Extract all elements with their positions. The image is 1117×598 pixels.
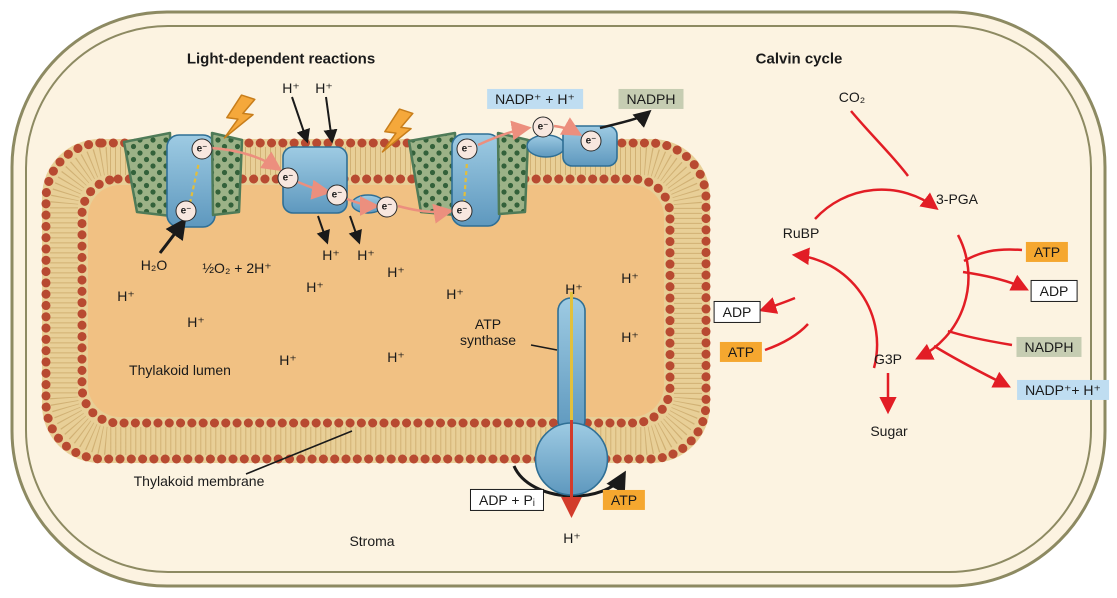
oxygen-product-label: ½O₂ + 2H⁺ [202,259,272,276]
electron-marker: e⁻ [376,196,398,218]
h-plus-ion: H⁺ [621,269,639,286]
electron-marker: e⁻ [326,184,348,206]
atp-synthase-label-line1: ATP [474,315,502,332]
nadph-box: NADPH [618,88,684,110]
arc-g3p-to-rubp [791,247,879,369]
nadp-out-arrow [933,344,1011,388]
e-arrow-psii-to-pq [211,146,283,172]
calvin-cycle-arrows [758,110,1029,415]
co2-in-arrow [850,110,909,177]
h-plus-ion: H⁺ [187,313,205,330]
h-plus-ion: H⁺ [565,280,583,297]
adp-box-right: ADP [1030,279,1078,303]
electron-transport-arrows [211,117,583,224]
stroma-label: Stroma [349,532,395,549]
adp-box-left: ADP [713,300,761,324]
proton-arrows [158,96,652,498]
thylakoid-membrane-label: Thylakoid membrane [133,472,265,489]
e-arrow-pc-to-fnr [553,117,583,136]
atp-box-right: ATP [1025,241,1069,263]
atp-box: ATP [602,489,646,511]
h-plus-ion: H⁺ [322,246,340,263]
psii-antenna-right [210,131,244,217]
g3p-label: G3P [873,350,903,367]
psi-antenna-right [496,131,530,216]
electron-marker: e⁻ [277,167,299,189]
nadph-formation-arrow [599,109,652,130]
sugar-label: Sugar [870,422,908,439]
electron-marker: e⁻ [191,138,213,160]
arc-pga-to-g3p [915,234,970,360]
h-plus-ion: H⁺ [387,348,405,365]
chloroplast-inner-membrane [25,25,1092,573]
electron-marker: e⁻ [580,130,602,152]
electron-marker: e⁻ [451,200,473,222]
water-label: H₂O [140,256,168,273]
atp-synthase-label-line2: synthase [459,332,517,348]
lipid-tails-texture [50,147,702,455]
pga-label: 3-PGA [935,190,979,207]
nadph-in-arrow [947,329,1013,347]
thylakoid-lumen-label: Thylakoid lumen [129,361,231,378]
atp-synthase-label: ATP synthase [460,316,516,348]
h-plus-pump-arrow-1 [316,215,330,245]
nadp-plus-h-box: NADP⁺ + H⁺ [487,88,583,110]
adp-pi-box: ADP + Pᵢ [469,488,545,512]
h-plus-ion: H⁺ [563,529,581,546]
h-plus-in-arrow-2 [323,96,338,144]
e-arrow-to-psi [397,203,454,224]
lightning-bolt-psi-icon [381,108,414,153]
thylakoid-lumen-fill [88,185,664,417]
h-plus-in-arrow-1 [291,96,310,144]
light-reactions-title: Light-dependent reactions [186,50,376,68]
atp-in-left-arrow [764,323,809,352]
h-plus-ion: H⁺ [117,287,135,304]
lightning-bolt-psii-icon [223,94,256,139]
h-plus-ion: H⁺ [315,79,333,96]
e-arrow-psi-to-pc [477,120,532,147]
rubp-label: RuBP [782,224,820,241]
h-plus-pump-arrow-2 [348,215,362,245]
outer-lipid-head-dots [41,138,711,464]
e-arrow-b6f-out [346,195,380,216]
inner-lipid-head-dots [77,174,675,428]
atp-formation-arrow [512,465,626,498]
electron-marker: e⁻ [532,116,554,138]
atp-synthase [534,292,609,518]
h-plus-ion: H⁺ [282,79,300,96]
h-plus-ion: H⁺ [357,246,375,263]
h-plus-ion: H⁺ [621,328,639,345]
electron-marker: e⁻ [456,138,478,160]
e-arrow-into-b6f [297,179,332,200]
electron-marker: e⁻ [175,200,197,222]
co2-label: CO₂ [838,88,866,105]
h-plus-ion: H⁺ [306,278,324,295]
plastocyanin [526,134,566,158]
h-plus-ion: H⁺ [446,285,464,302]
h-plus-ion: H⁺ [279,351,297,368]
arc-rubp-to-pga [814,188,939,220]
water-split-arrow [158,217,187,254]
calvin-cycle-title: Calvin cycle [755,50,843,68]
adp-out-left-arrow [758,296,796,314]
adp-out-right-arrow [962,270,1029,291]
h-plus-ion: H⁺ [387,263,405,280]
atp-box-left: ATP [719,341,763,363]
nadph-box-right: NADPH [1016,336,1082,358]
thylakoid-membrane-pointer-line [245,430,353,475]
nadp-plus-h-box-right: NADP⁺+ H⁺ [1017,379,1109,401]
atp-synthase-pointer-line [530,344,558,351]
atp-in-right-arrow [963,248,1023,263]
